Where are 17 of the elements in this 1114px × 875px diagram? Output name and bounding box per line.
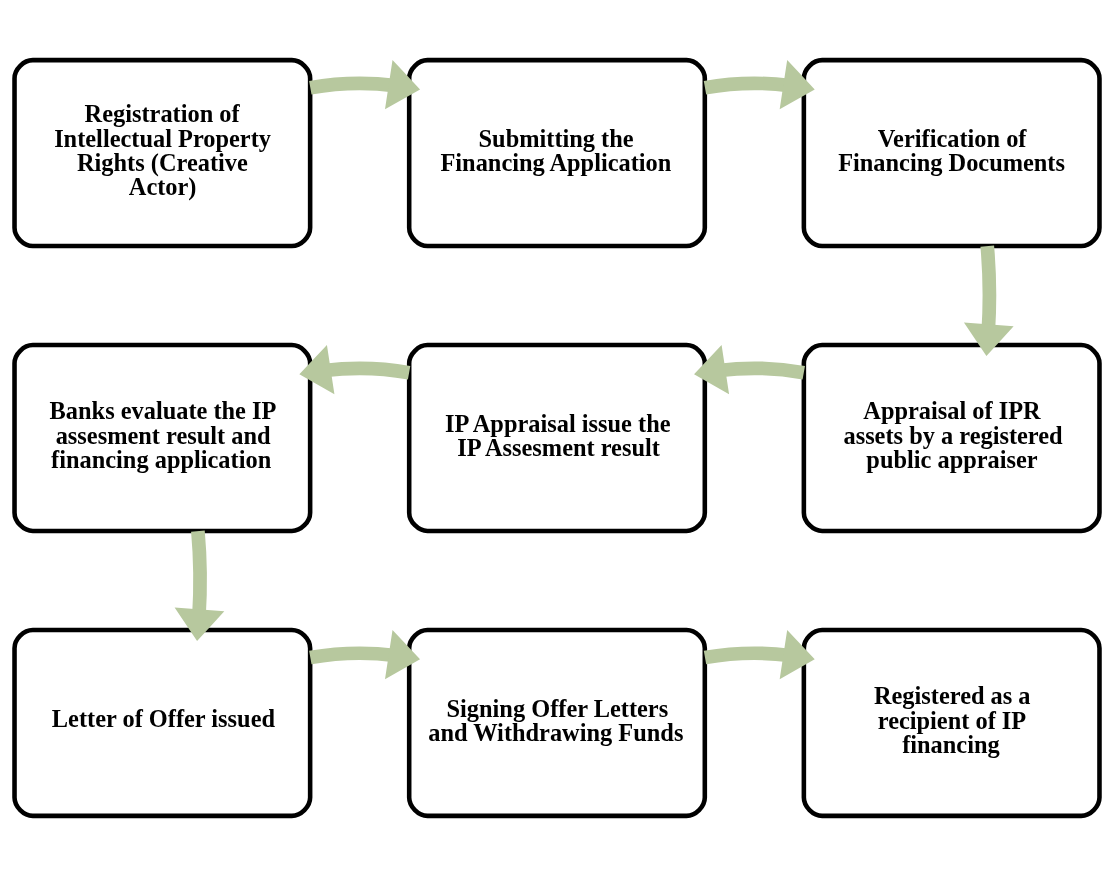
node-box: Signing Offer Letters and Withdrawing Funds <box>406 627 708 818</box>
node-box: Verification of Financing Documents <box>801 57 1102 248</box>
arrow <box>963 245 1014 356</box>
arrow <box>703 59 815 109</box>
arrow <box>309 59 421 109</box>
node-box: Banks evaluate the IP assesment result and financing application <box>12 342 313 533</box>
arrow <box>174 529 225 641</box>
node-box: Appraisal of IPR assets by a registered public appraiser <box>801 342 1102 533</box>
arrow <box>694 344 805 394</box>
node-box: Registered as a recipient of IP financing <box>801 627 1102 818</box>
node-box: IP Appraisal issue the IP Assesment result <box>406 342 708 533</box>
arrow <box>299 344 411 394</box>
node-box: Submitting the Financing Application <box>406 57 708 248</box>
arrow <box>703 629 815 679</box>
arrow <box>309 629 421 679</box>
node-box: Letter of Offer issued <box>12 627 313 818</box>
node-box: Registration of Intellectual Property Rights (Creative Actor) <box>12 57 313 248</box>
